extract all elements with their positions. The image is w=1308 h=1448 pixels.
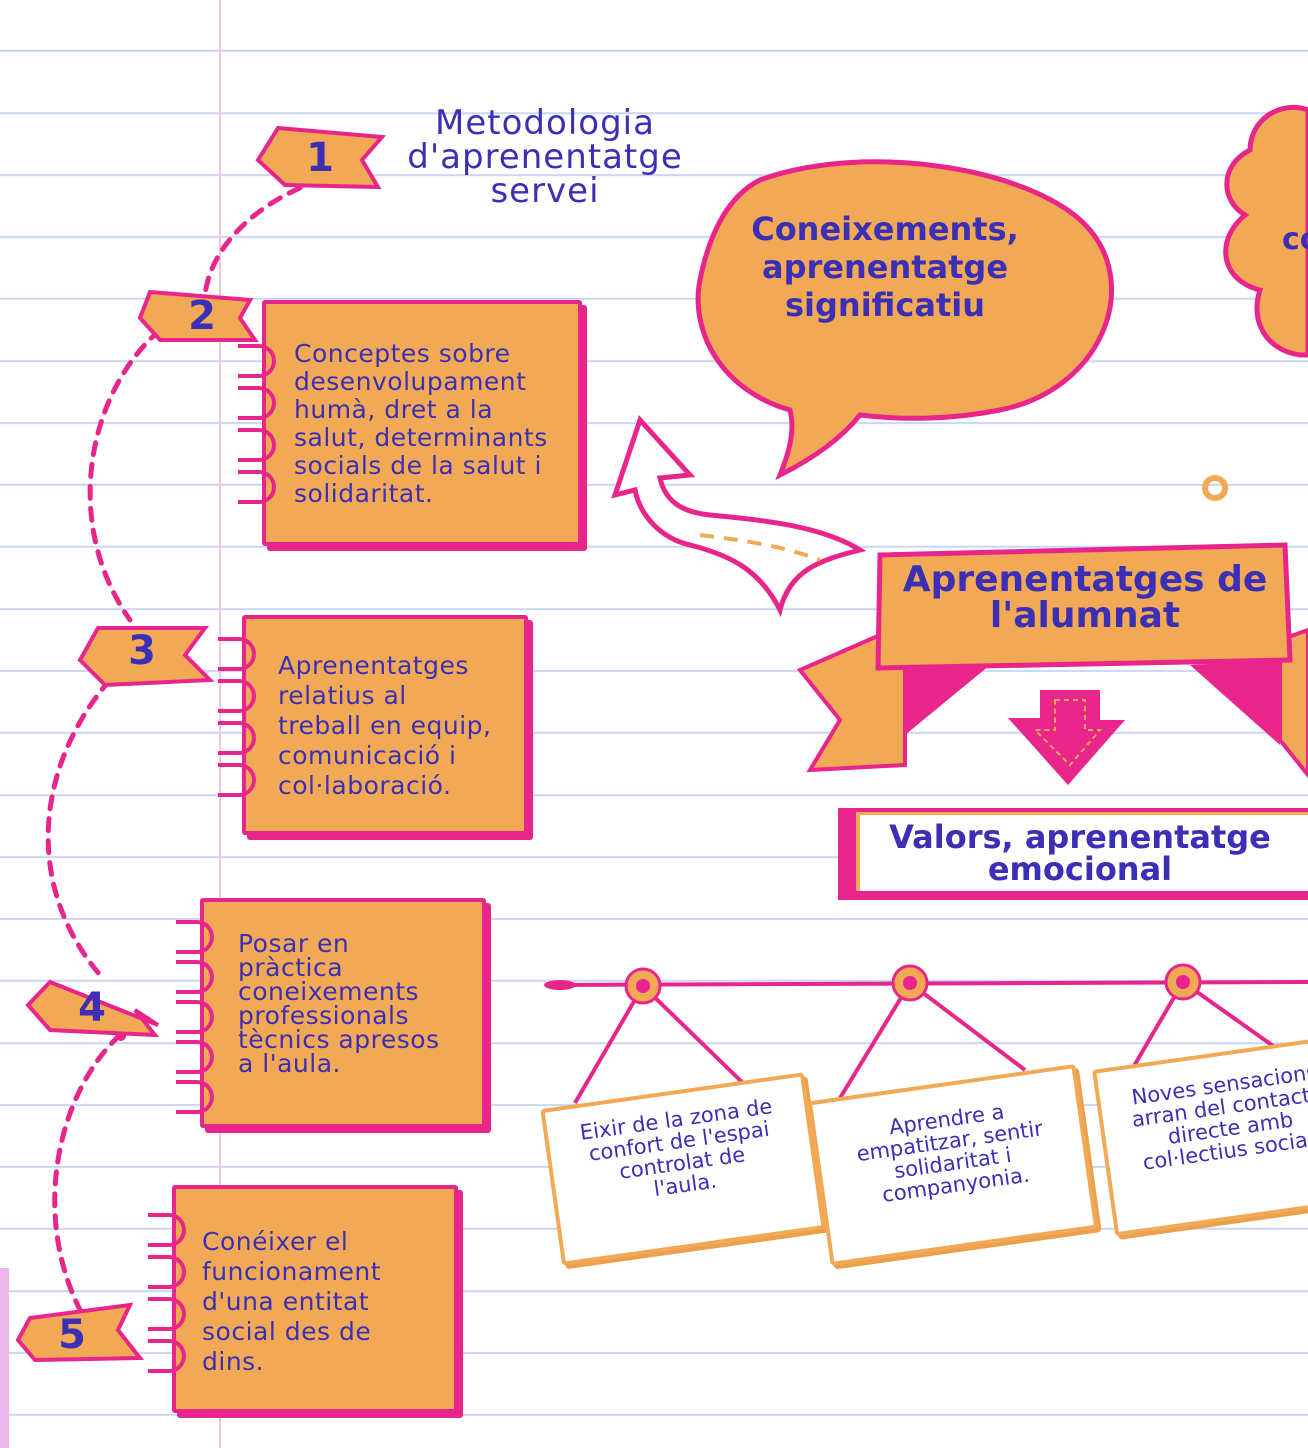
values-box: Valors, aprenentatge emocional [856,812,1308,891]
banner-line: l'alumnat [989,595,1181,636]
bubble-line: significatiu [785,286,985,324]
bubble-line: aprenentatge [761,248,1009,286]
hanging-sign-3: Noves sensacions arran del contacte dire… [1092,1034,1308,1237]
step-card-2: Conceptes sobre desenvolupament humà, dr… [238,300,582,546]
hanging-line-end [544,980,576,990]
tag-3-shape [77,626,215,688]
step-card-text: Posar en pràctica coneixements professio… [238,929,440,1078]
tag-5-shape [15,1302,145,1363]
edge-strip [0,1268,9,1448]
speech-bubble-shape [695,159,1115,481]
ribbon-banner-shape [796,542,1308,779]
step-card-3: Aprenentatges relatius al treball en equ… [218,615,528,835]
step-number-3: 3 [128,628,156,674]
step-number-4: 4 [78,985,106,1031]
pin-2 [838,964,1027,1100]
step-card-5: Conéixer el funcionament d'una entitat s… [148,1185,458,1413]
title-line: d'aprenentatge [407,137,683,177]
values-line: Valors, aprenentatge [889,818,1271,856]
step-number-5: 5 [58,1312,86,1358]
down-arrow-shape [1008,690,1125,785]
step-card-text: Conceptes sobre desenvolupament humà, dr… [294,339,548,508]
step-number-2: 2 [188,293,216,339]
step-card-4: Posar en pràctica coneixements professio… [176,898,486,1128]
title-line: Metodologia [435,103,655,143]
step-number-1: 1 [306,135,334,181]
banner-line: Aprenentatges de [902,559,1268,600]
tag-2-shape [137,289,259,342]
values-line: emocional [987,850,1173,888]
title-line: servei [490,171,600,211]
cloud-text: co [1282,222,1308,257]
values-box-text: Valors, aprenentatge emocional [860,821,1300,885]
pin-1 [573,967,747,1105]
bubble-line: Coneixements, [751,210,1019,248]
speech-bubble-text: Coneixements, aprenentatge significatiu [725,210,1045,324]
step-card-text: Aprenentatges relatius al treball en equ… [278,651,492,800]
tag-1-shape [255,125,387,190]
dashed-connector [45,185,303,1313]
decor-ring [1202,475,1228,501]
step-card-text: Conéixer el funcionament d'una entitat s… [202,1227,382,1376]
page-title: Metodologia d'aprenentatge servei [390,106,700,208]
banner-title: Aprenentatges de l'alumnat [885,562,1285,634]
cloud-shape [1223,104,1308,358]
tag-4-shape [25,979,160,1038]
curved-arrow-shape [611,415,867,618]
